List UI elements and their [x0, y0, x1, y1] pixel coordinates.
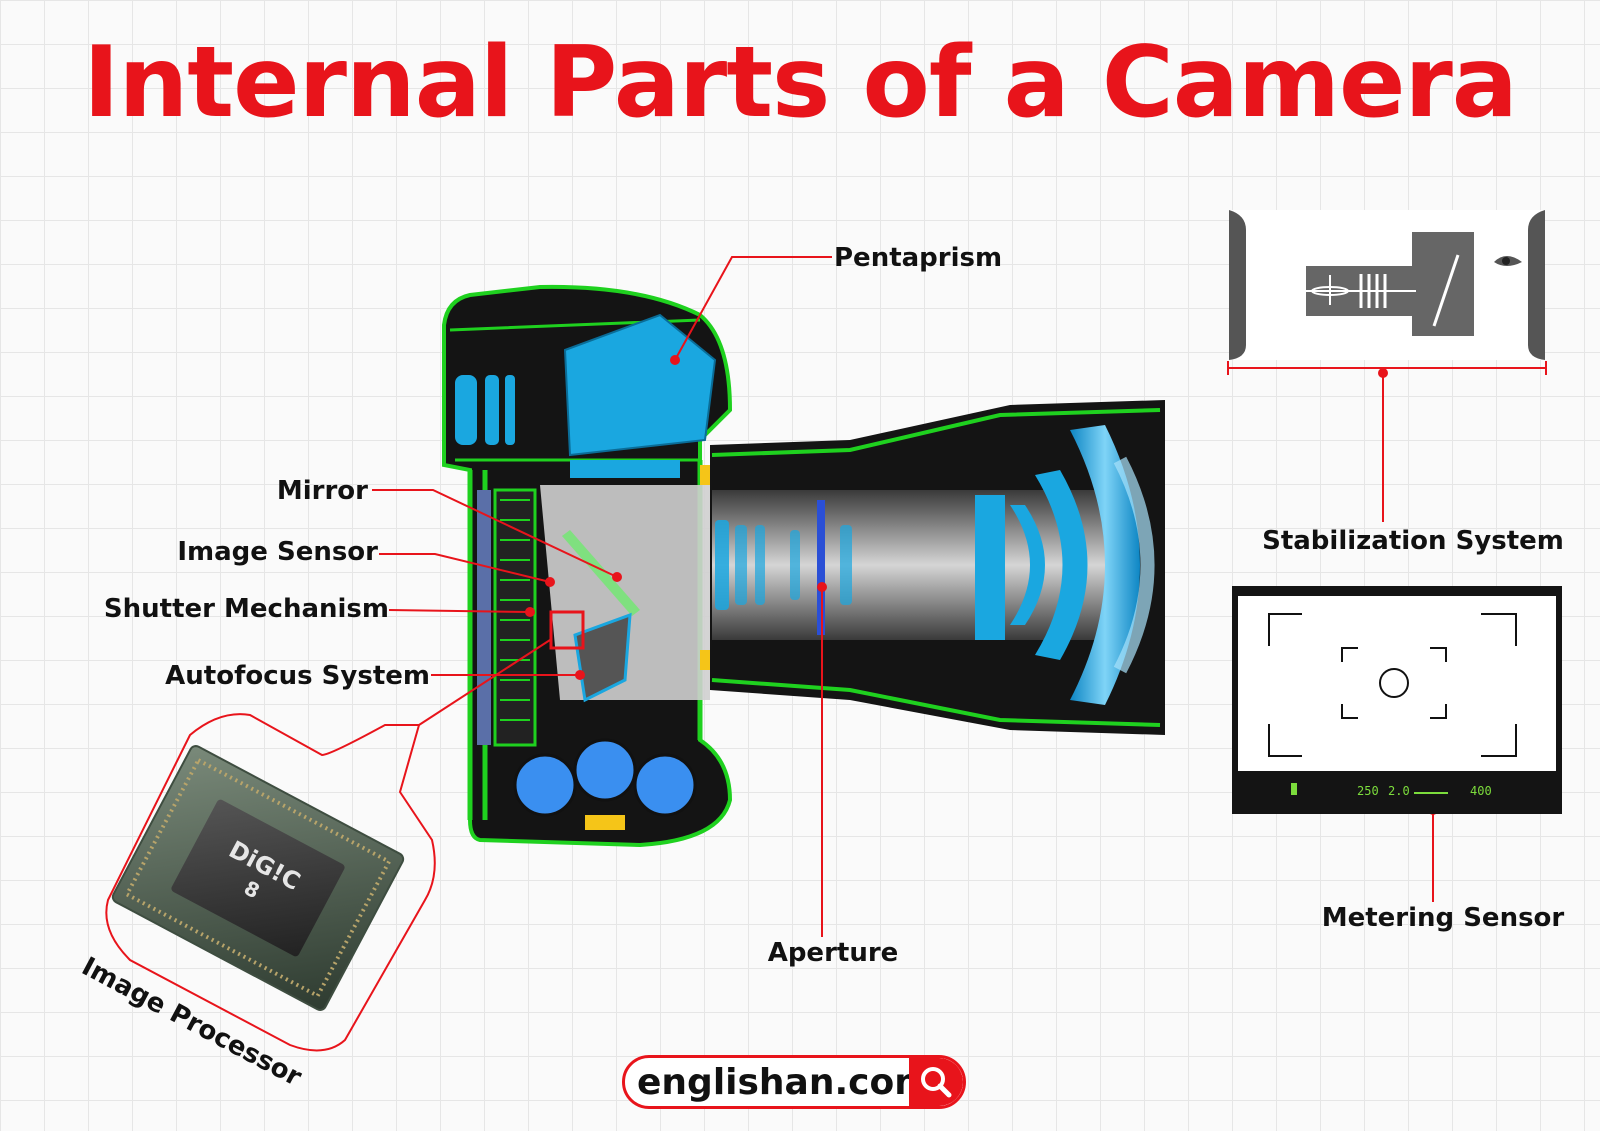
battery-cell [573, 738, 637, 802]
camera-body [442, 284, 733, 848]
stabilization-illustration [1229, 210, 1545, 360]
page-title: Internal Parts of a Camera [83, 26, 1518, 140]
eye-icon [1494, 256, 1522, 266]
label-mirror: Mirror [277, 476, 368, 506]
aperture-shape [817, 500, 825, 635]
website-text: englishan.com [637, 1062, 932, 1103]
label-image-sensor: Image Sensor [177, 537, 378, 567]
search-icon [921, 1067, 952, 1098]
image-sensor-shape [477, 490, 491, 745]
readout-aperture: 2.0 [1388, 784, 1410, 798]
battery-cell [513, 753, 577, 817]
battery-icon [1291, 783, 1297, 795]
label-metering-sensor: Metering Sensor [1322, 903, 1565, 933]
label-pentaprism: Pentaprism [834, 243, 1002, 273]
image-processor-chip: DiG!C 8 [111, 745, 405, 1011]
label-aperture: Aperture [768, 938, 899, 968]
website-badge[interactable]: englishan.com [622, 1055, 966, 1109]
label-shutter-mechanism: Shutter Mechanism [104, 594, 389, 624]
readout-shutter: 250 [1357, 784, 1379, 798]
search-button[interactable] [909, 1058, 963, 1106]
battery-cell [633, 753, 697, 817]
label-autofocus-system: Autofocus System [165, 661, 430, 691]
viewfinder-readout: 250 2.0 400 [1291, 783, 1492, 798]
viewfinder-display: 250 2.0 400 [1232, 586, 1562, 814]
mirror-shape [562, 530, 640, 616]
readout-iso: 400 [1470, 784, 1492, 798]
pentaprism-shape [563, 313, 717, 457]
camera-lens [710, 400, 1165, 735]
callout-lines [105, 256, 1547, 1052]
label-stabilization-system: Stabilization System [1262, 526, 1564, 556]
